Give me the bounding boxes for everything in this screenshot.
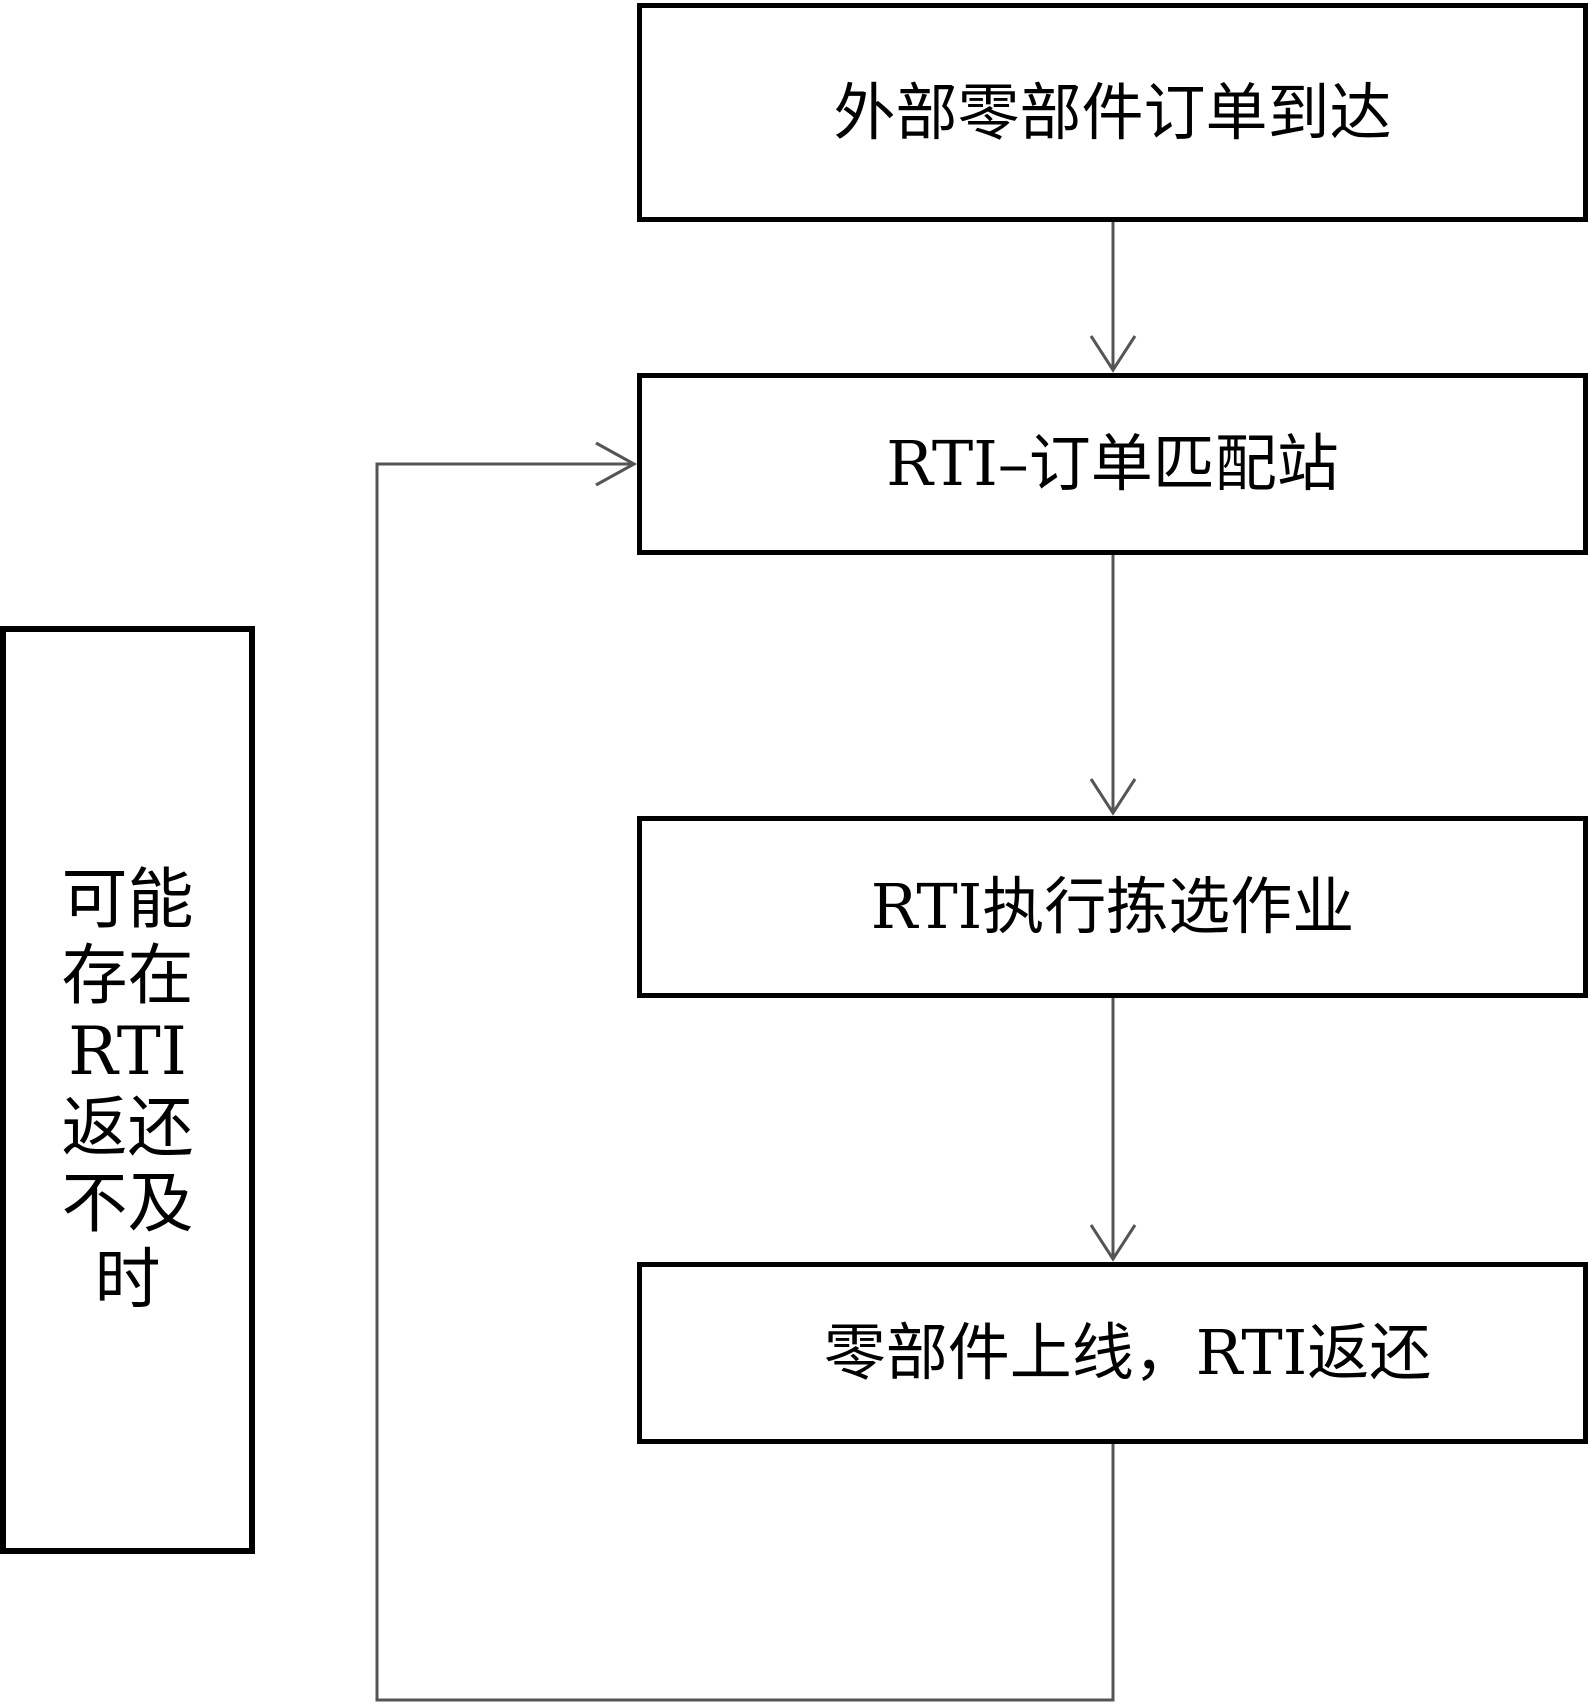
- arrowhead-picking-top: [1089, 778, 1137, 816]
- note-line: 时: [94, 1241, 161, 1318]
- arrowhead-online-top: [1089, 1224, 1137, 1262]
- note-rti-return-delay: 可能 存在 RTI 返还 不及 时: [0, 626, 255, 1554]
- note-line: 返还: [61, 1089, 194, 1166]
- step-parts-online-rti-return-label: 零部件上线，RTI返还: [823, 1316, 1432, 1389]
- step-parts-online-rti-return: 零部件上线，RTI返还: [637, 1262, 1588, 1444]
- note-line: RTI: [68, 1013, 187, 1090]
- step-external-order-arrival-label: 外部零部件订单到达: [833, 75, 1392, 149]
- step-rti-picking: RTI执行拣选作业: [637, 816, 1588, 998]
- step-rti-picking-label: RTI执行拣选作业: [870, 870, 1355, 943]
- step-rti-order-matching-station-label: RTI–订单匹配站: [886, 427, 1339, 500]
- step-rti-order-matching-station: RTI–订单匹配站: [637, 373, 1588, 555]
- connector-return-loop: [375, 462, 1115, 1702]
- arrowhead-matching-left: [595, 441, 638, 487]
- note-line: 存在: [61, 937, 194, 1014]
- arrowhead-matching-top: [1089, 335, 1137, 373]
- note-line: 可能: [61, 861, 194, 938]
- note-line: 不及: [61, 1165, 194, 1242]
- step-external-order-arrival: 外部零部件订单到达: [637, 3, 1588, 222]
